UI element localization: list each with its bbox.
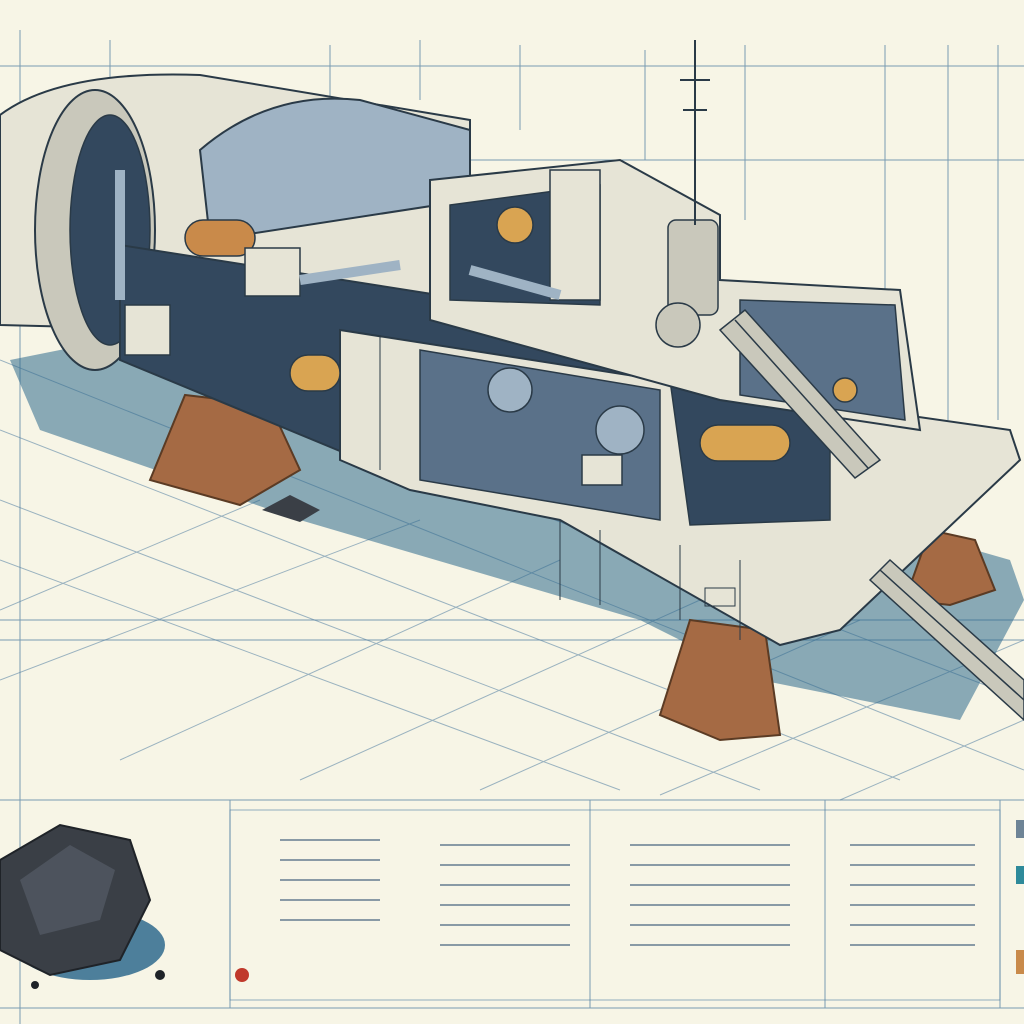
lower-staircase	[868, 558, 1024, 722]
copper-tank	[184, 219, 256, 257]
red-marker-icon	[235, 968, 249, 982]
antenna-mast	[680, 40, 710, 225]
rock-supports	[148, 393, 997, 742]
bottom-annotation-panel	[229, 809, 1024, 1001]
vertical-tank	[667, 219, 719, 316]
staircases	[718, 308, 1024, 722]
arched-roof	[198, 97, 471, 242]
rock-sample-icon	[0, 823, 165, 989]
hull-panels	[379, 335, 741, 640]
machinery	[115, 169, 858, 486]
